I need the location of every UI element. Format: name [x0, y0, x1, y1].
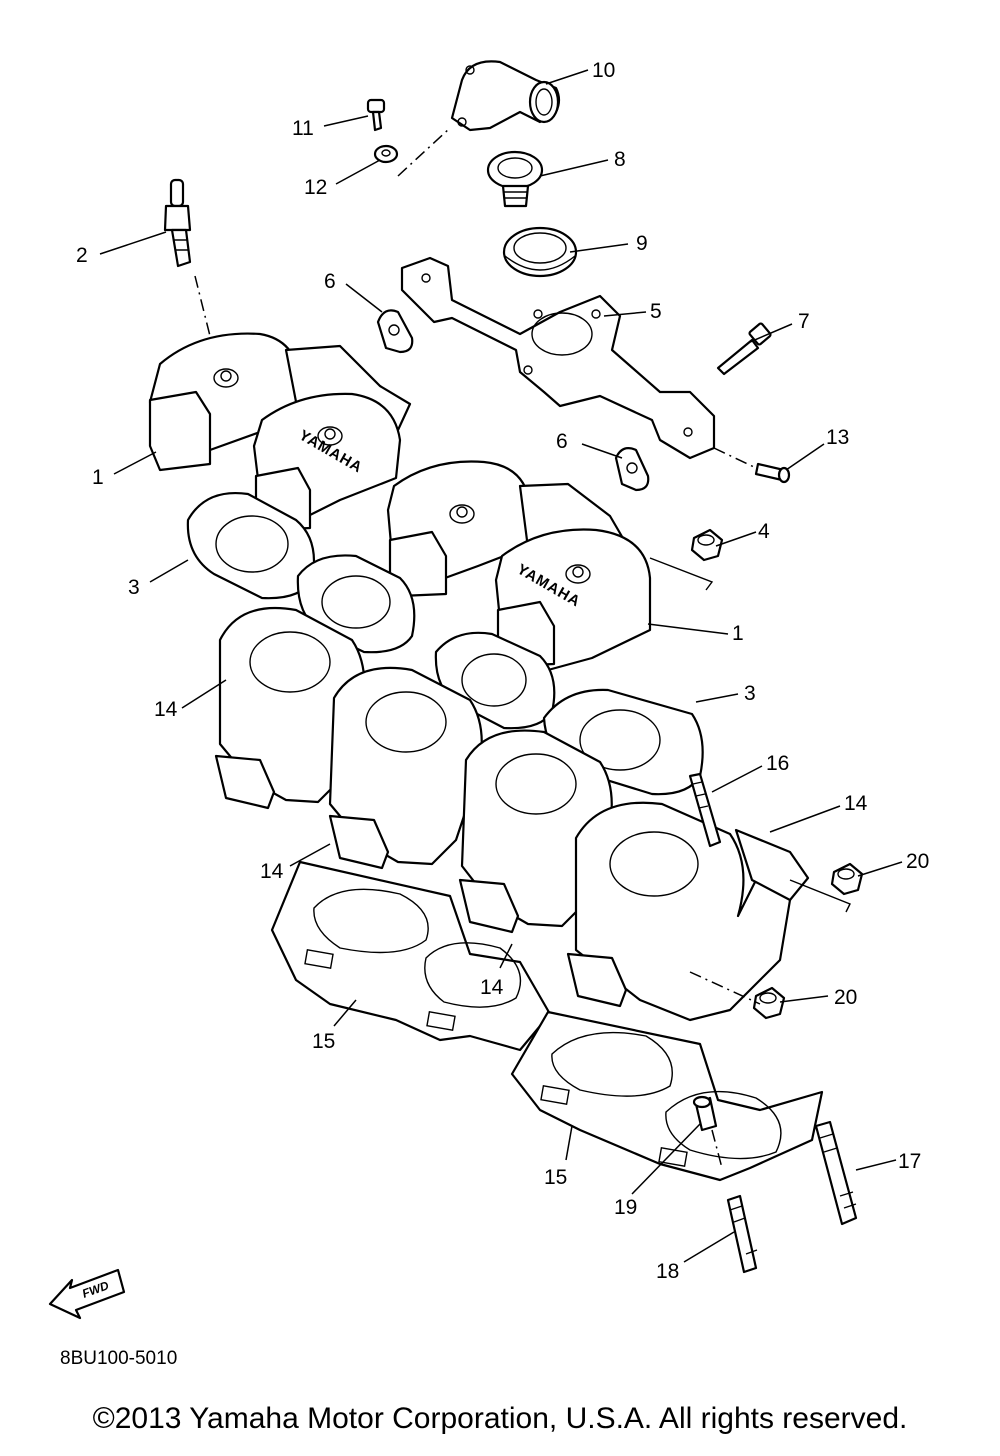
callout-8: 8: [614, 148, 626, 171]
callout-4: 4: [758, 520, 770, 543]
callout-17: 17: [898, 1150, 921, 1173]
cylinder-rear-right: [328, 666, 483, 870]
bolt-7: [716, 322, 772, 376]
cylinder-head-rear-right: YAMAHA: [252, 392, 402, 532]
water-manifold: [400, 256, 716, 460]
callout-5: 5: [650, 300, 662, 323]
cylinder-front-left: [458, 729, 613, 934]
callout-6-upper: 6: [324, 270, 336, 293]
callout-1-upper: 1: [92, 466, 104, 489]
callout-14-upper: 14: [154, 698, 178, 721]
washer-12: [373, 144, 399, 164]
callout-15-lower: 15: [544, 1166, 567, 1189]
cylinder-head-front-right: YAMAHA: [494, 528, 652, 672]
cylinder-front-right: [566, 801, 810, 1022]
callout-14-lower: 14: [480, 976, 504, 999]
callout-14-right: 14: [844, 792, 868, 815]
callout-18: 18: [656, 1260, 679, 1283]
gasket-6-upper: [376, 309, 414, 354]
spark-plug: [163, 178, 192, 268]
callout-16: 16: [766, 752, 789, 775]
gasket-6-lower: [614, 447, 650, 492]
nut-20-upper: [830, 862, 864, 896]
callout-labels: 10 11 12 8 2 9 6 5 7 6 13 1 4 3 1 3 14 1…: [76, 59, 929, 1283]
dowel-19: [692, 1095, 718, 1132]
callout-20-upper: 20: [906, 850, 929, 873]
stud-18: [726, 1194, 758, 1274]
copyright-notice: ©2013 Yamaha Motor Corporation, U.S.A. A…: [92, 1402, 908, 1435]
callout-20-lower: 20: [834, 986, 857, 1009]
base-gasket-rear: [270, 860, 552, 1052]
callout-7: 7: [798, 310, 810, 333]
stud-16: [688, 772, 722, 848]
drawing-code: 8BU100-5010: [60, 1348, 178, 1369]
callout-2: 2: [76, 244, 88, 267]
pipe-13: [754, 462, 791, 484]
thermostat-cover: [450, 60, 561, 132]
thermostat-seal: [502, 226, 578, 278]
callout-11: 11: [292, 117, 314, 140]
callout-6-lower: 6: [556, 430, 568, 453]
callout-13: 13: [826, 426, 849, 449]
cylinder-rear-left: [214, 606, 366, 810]
callout-14-left: 14: [260, 860, 284, 883]
nut-4: [690, 528, 724, 562]
callout-19: 19: [614, 1196, 637, 1219]
nut-20-lower: [752, 986, 786, 1020]
callout-3-lower: 3: [744, 682, 756, 705]
callout-10: 10: [592, 59, 615, 82]
callout-15-upper: 15: [312, 1030, 335, 1053]
base-gasket-front: [510, 1010, 824, 1182]
callout-1-lower: 1: [732, 622, 744, 645]
thermostat: [486, 150, 544, 208]
leader-lines: [99, 69, 903, 1263]
exploded-parts-diagram: YAMAHA YAMAHA: [48, 59, 929, 1320]
callout-9: 9: [636, 232, 648, 255]
callout-12: 12: [304, 176, 327, 199]
bolt-11: [366, 98, 386, 132]
fwd-arrow-icon: FWD: [48, 1268, 126, 1320]
stud-17: [814, 1120, 858, 1226]
callout-3-upper: 3: [128, 576, 140, 599]
